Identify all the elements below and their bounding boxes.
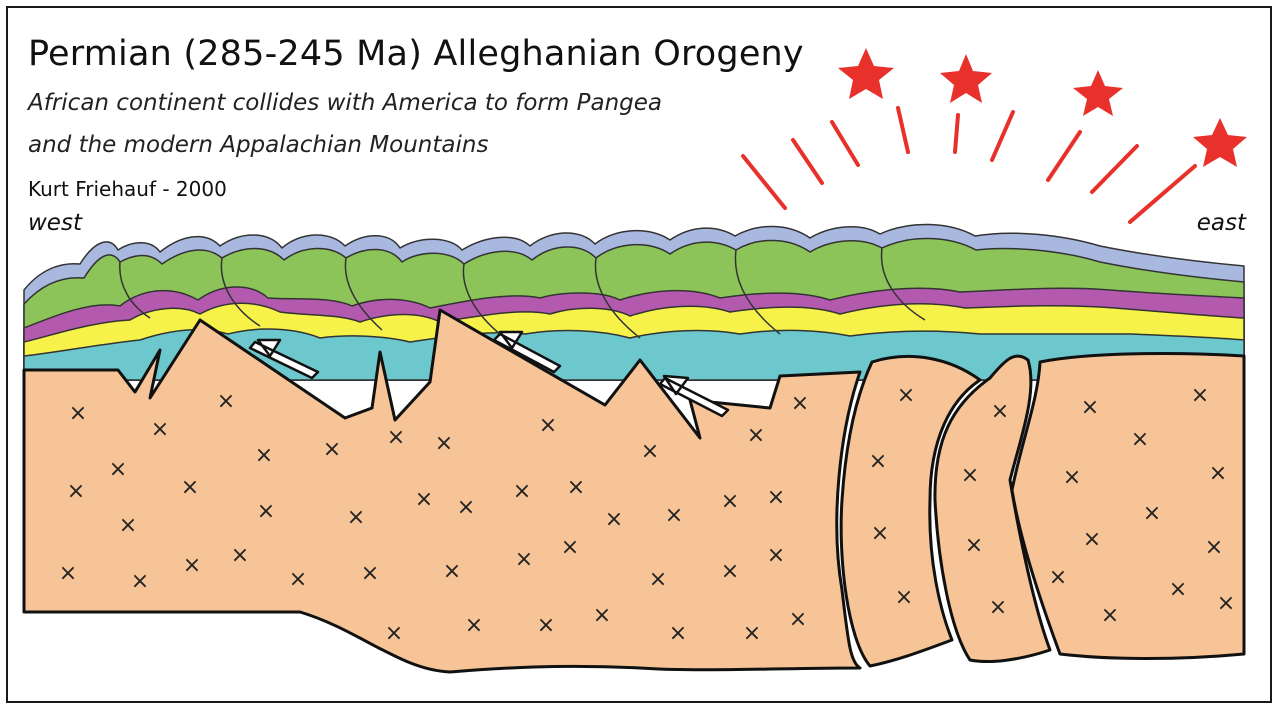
ray	[1092, 146, 1137, 192]
x-mark: ×	[1081, 395, 1099, 420]
x-mark: ×	[415, 487, 433, 512]
x-mark: ×	[151, 417, 169, 442]
x-mark: ×	[465, 613, 483, 638]
x-mark: ×	[789, 607, 807, 632]
west-label: west	[28, 210, 82, 236]
x-mark: ×	[1217, 591, 1235, 616]
x-mark: ×	[1131, 427, 1149, 452]
x-mark: ×	[1205, 535, 1223, 560]
x-mark: ×	[255, 443, 273, 468]
x-mark: ×	[991, 399, 1009, 424]
x-mark: ×	[183, 553, 201, 578]
x-mark: ×	[897, 383, 915, 408]
x-mark: ×	[257, 499, 275, 524]
x-mark: ×	[69, 401, 87, 426]
x-mark: ×	[435, 431, 453, 456]
x-mark: ×	[989, 595, 1007, 620]
x-mark: ×	[231, 543, 249, 568]
x-mark: ×	[767, 485, 785, 510]
x-mark: ×	[457, 495, 475, 520]
x-mark: ×	[791, 391, 809, 416]
x-mark: ×	[109, 457, 127, 482]
x-mark: ×	[721, 489, 739, 514]
x-mark: ×	[721, 559, 739, 584]
x-mark: ×	[605, 507, 623, 532]
x-mark: ×	[387, 425, 405, 450]
x-mark: ×	[1083, 527, 1101, 552]
x-mark: ×	[515, 547, 533, 572]
x-mark: ×	[181, 475, 199, 500]
ray	[992, 112, 1013, 160]
diagram-title: Permian (285-245 Ma) Alleghanian Orogeny	[28, 34, 804, 74]
x-mark: ×	[537, 613, 555, 638]
x-mark: ×	[743, 621, 761, 646]
x-mark: ×	[131, 569, 149, 594]
x-mark: ×	[1191, 383, 1209, 408]
author-credit: Kurt Friehauf - 2000	[28, 177, 227, 201]
x-mark: ×	[443, 559, 461, 584]
x-mark: ×	[289, 567, 307, 592]
ray	[1048, 132, 1080, 180]
x-mark: ×	[513, 479, 531, 504]
ray	[955, 115, 958, 152]
x-mark: ×	[119, 513, 137, 538]
x-mark: ×	[961, 463, 979, 488]
x-mark: ×	[1209, 461, 1227, 486]
ray	[743, 156, 785, 208]
subtitle-line-2: and the modern Appalachian Mountains	[28, 132, 488, 158]
star-icon	[1073, 70, 1123, 116]
x-mark: ×	[59, 561, 77, 586]
east-label: east	[1197, 210, 1246, 236]
x-mark: ×	[567, 475, 585, 500]
x-mark: ×	[67, 479, 85, 504]
ray	[898, 108, 908, 152]
x-mark: ×	[665, 503, 683, 528]
x-mark: ×	[361, 561, 379, 586]
x-mark: ×	[323, 437, 341, 462]
star-icon	[940, 54, 992, 103]
x-mark: ×	[1101, 603, 1119, 628]
x-mark: ×	[593, 603, 611, 628]
star-icon	[838, 48, 894, 99]
x-mark: ×	[649, 567, 667, 592]
x-mark: ×	[965, 533, 983, 558]
x-mark: ×	[539, 413, 557, 438]
ray	[832, 122, 858, 165]
star-icon	[1193, 118, 1247, 167]
x-mark: ×	[1143, 501, 1161, 526]
impact-rays	[743, 108, 1195, 222]
x-mark: ×	[869, 449, 887, 474]
x-mark: ×	[217, 389, 235, 414]
x-mark: ×	[1169, 577, 1187, 602]
x-mark: ×	[871, 521, 889, 546]
x-mark: ×	[767, 543, 785, 568]
x-mark: ×	[1049, 565, 1067, 590]
subtitle-line-1: African continent collides with America …	[28, 90, 662, 116]
x-mark: ×	[1063, 465, 1081, 490]
x-mark: ×	[347, 505, 365, 530]
x-mark: ×	[641, 439, 659, 464]
x-mark: ×	[561, 535, 579, 560]
x-mark: ×	[385, 621, 403, 646]
x-mark: ×	[669, 621, 687, 646]
x-mark: ×	[747, 423, 765, 448]
ray	[1130, 166, 1195, 222]
x-mark: ×	[895, 585, 913, 610]
ray	[793, 140, 822, 183]
